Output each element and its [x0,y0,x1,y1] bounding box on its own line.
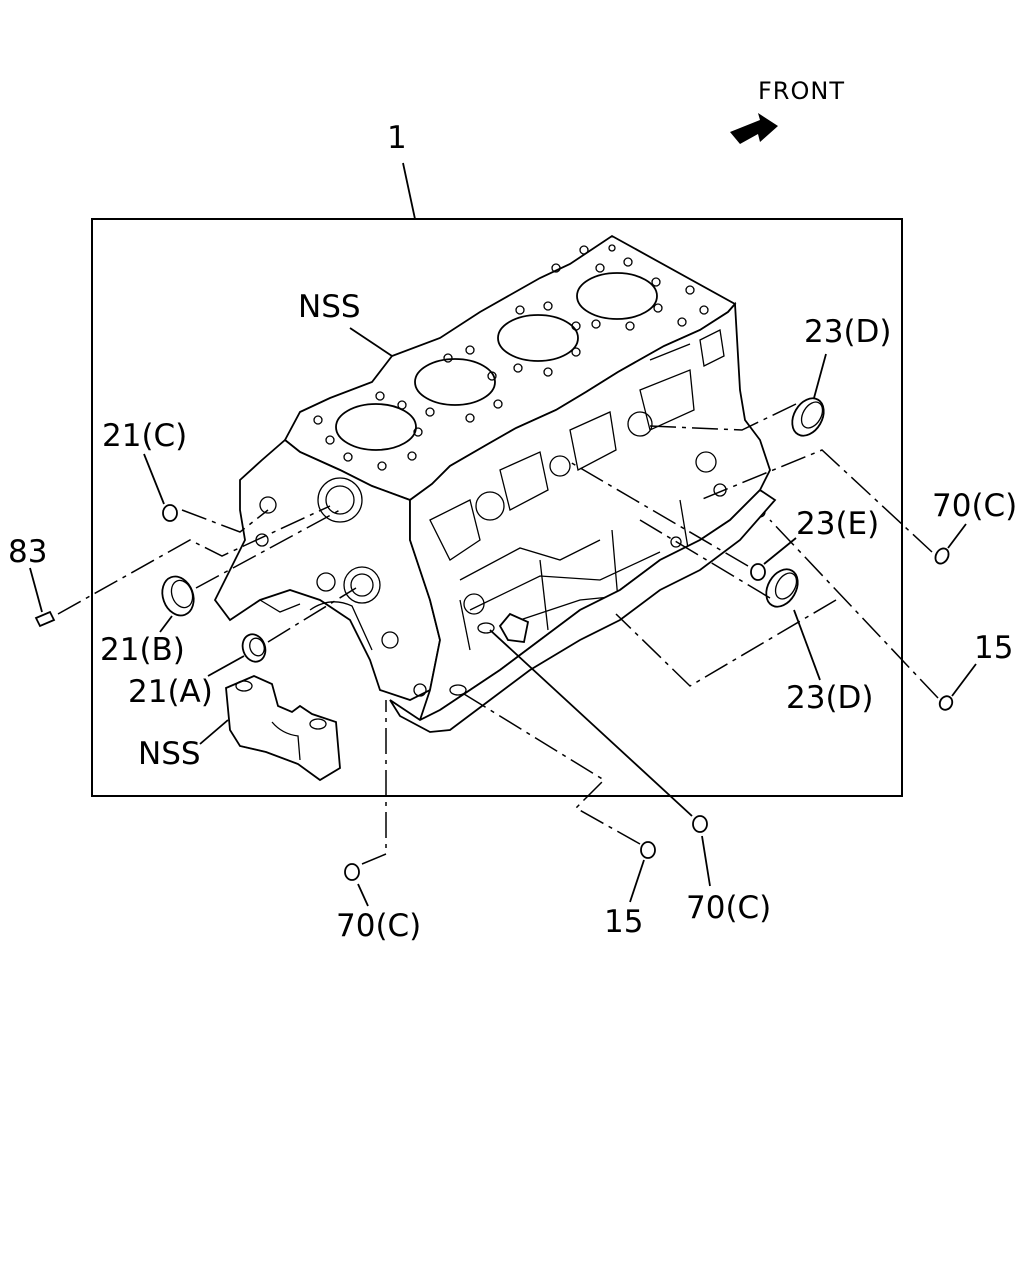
bushing-23d-top [791,397,825,437]
plug-15-bottom [640,841,656,859]
plug-15-right [938,695,954,711]
callout-23e: 23(E) [796,506,879,542]
plug-21c [162,504,178,522]
plug-70c-bottom-right [692,815,708,833]
21c-leader [143,453,165,505]
70c-bottom-right-centerline [489,629,693,817]
bushing-21b [161,575,195,617]
bearing-cap [225,675,341,782]
nss-bottom-leader [199,719,229,745]
15-bottom-leader [629,859,645,903]
plug-70c-right [934,547,950,565]
21a-leader [207,655,245,677]
21b-leader [159,615,173,633]
front-label: FRONT [758,77,845,105]
nss-top-leader [349,327,393,357]
callout-1: 1 [387,120,407,156]
70c-right-centerline [699,449,933,553]
23d-top-leader [813,353,827,399]
bushing-21a [241,633,267,663]
23d-bottom-leader [793,609,821,681]
callout-21c: 21(C) [102,418,187,454]
callout-nss-gasket: NSS [298,289,361,325]
70c-bottom-left-leader [357,883,369,907]
23d-bottom-centerline [615,599,837,687]
23d-bottom-centerline-2 [639,519,771,599]
callout-23d-top: 23(D) [804,314,892,350]
bushing-23d-bottom [765,568,799,608]
assembly-frame [91,218,903,797]
21c-centerline [181,509,269,533]
callout-21b: 21(B) [100,632,185,668]
callout-15-bottom: 15 [604,904,643,940]
70c-bottom-right-leader [701,835,711,887]
callout-21a: 21(A) [128,674,213,710]
21a-centerline [267,587,357,643]
83-centerline [57,505,331,615]
callout-15-right: 15 [974,630,1013,666]
plug-70c-bottom-left [344,863,360,881]
callout-1-leader [402,162,416,220]
dowel-pin-83 [34,610,56,628]
callout-83: 83 [8,534,47,570]
plug-23e [750,563,766,581]
callout-70c-bottom-left: 70(C) [336,908,421,944]
callout-70c-bottom-right: 70(C) [686,890,771,926]
21b-centerline [195,509,341,589]
cylinder-block [213,234,777,733]
70c-right-leader [947,523,967,549]
front-arrow-icon [730,113,778,144]
70c-bottom-left-centerline [361,700,387,865]
83-leader [29,567,43,613]
callout-nss-bearing-cap: NSS [138,736,201,772]
15-bottom-centerline [463,693,641,845]
23d-top-centerline [649,403,797,431]
15-right-centerline [769,519,939,699]
15-right-leader [951,663,977,697]
callout-70c-right: 70(C) [932,488,1017,524]
23e-centerline [569,461,749,567]
callout-23d-bottom: 23(D) [786,680,874,716]
